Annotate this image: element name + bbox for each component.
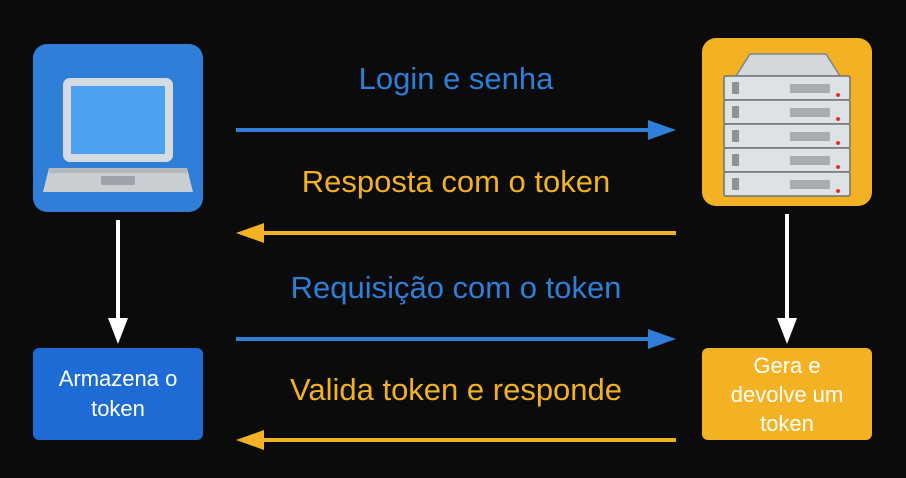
arrow-login: [236, 120, 676, 140]
laptop-icon: [43, 78, 193, 192]
arrow-client-down: [108, 220, 128, 344]
message-validate-label: Valida token e responde: [289, 372, 623, 407]
arrow-server-down: [777, 214, 797, 344]
generate-token-box: Gera e devolve um token: [702, 348, 872, 440]
message-token-request-label: Requisição com o token: [290, 270, 622, 305]
arrow-validate-response: [236, 430, 676, 450]
message-login-label: Login e senha: [358, 61, 554, 96]
arrow-token-response: [236, 223, 676, 243]
arrow-token-request: [236, 329, 676, 349]
store-token-label: Armazena o token: [58, 366, 178, 421]
generate-token-label: Gera e devolve um token: [730, 352, 844, 436]
server-tile: [702, 38, 872, 206]
client-tile: [33, 44, 203, 212]
message-token-response-label: Resposta com o token: [301, 164, 611, 199]
store-token-box: Armazena o token: [33, 348, 203, 440]
server-rack-icon: [723, 53, 851, 197]
